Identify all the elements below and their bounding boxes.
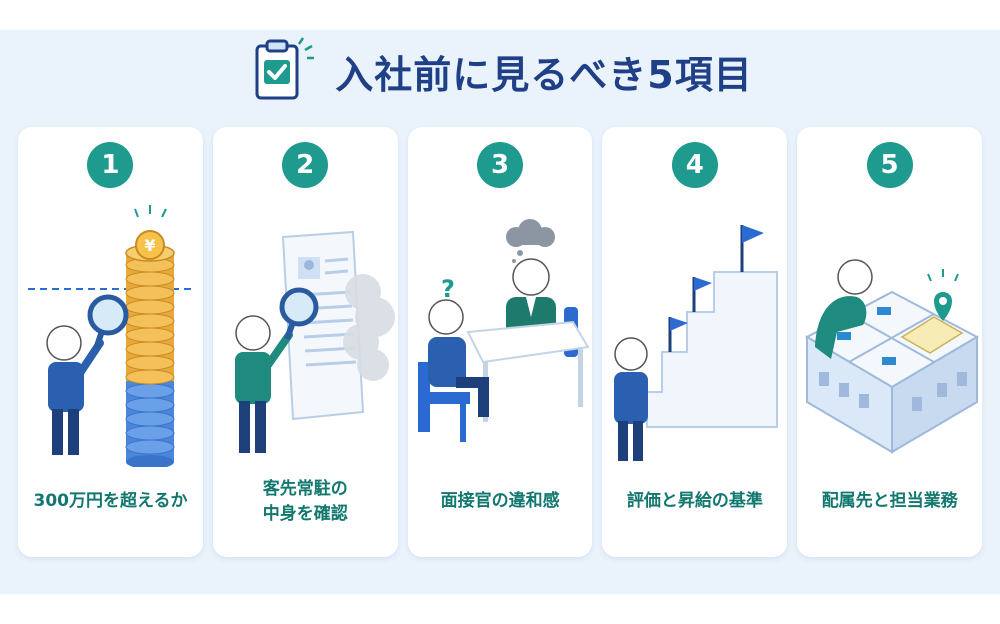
item-label: 評価と昇給の基準 (626, 491, 763, 512)
interview-illustration: ? (417, 219, 590, 442)
item-number-badge: 4 (671, 142, 718, 188)
person-with-magnifier (46, 294, 129, 455)
item-card-4: 4 評価と昇給の基準 (602, 127, 788, 557)
stair-steps-illustration (614, 225, 779, 461)
item-number-badge: 2 (282, 142, 329, 188)
person-leaning (815, 259, 873, 359)
item-label: 300万円を超えるか (33, 491, 188, 512)
cloud-icon (505, 219, 555, 247)
office-floor-illustration (805, 259, 980, 454)
item-number-badge: 1 (87, 142, 134, 188)
document-inspection-illustration (234, 230, 395, 453)
item-label: 客先常駐の 中身を確認 (262, 478, 348, 525)
person-with-magnifier (234, 287, 319, 453)
stairs (646, 271, 779, 428)
page-title: 入社前に見るべき5項目 (335, 52, 753, 97)
item-number-badge: 5 (866, 142, 913, 188)
clipboard-check-icon (255, 37, 315, 100)
yen-icon: ¥ (144, 236, 155, 255)
location-pin-icon (927, 269, 960, 321)
flag-icon (668, 225, 765, 352)
header: 入社前に見るべき5項目 (0, 36, 1000, 106)
coin-stack: ¥ (125, 205, 175, 467)
item-card-1: 1 (18, 127, 203, 557)
item-label: 面接官の違和感 (440, 491, 560, 512)
item-card-3: 3 ? (407, 127, 593, 557)
person (614, 337, 649, 461)
candidate (417, 299, 489, 442)
question-mark-icon: ? (441, 275, 455, 303)
item-cards: 1 (18, 127, 982, 557)
item-card-2: 2 (212, 127, 398, 557)
item-label: 配属先と担当業務 (821, 491, 958, 512)
item-number-badge: 3 (476, 142, 523, 188)
item-card-5: 5 (797, 127, 982, 557)
fog-cloud-icon (342, 274, 395, 381)
coin-stack-illustration: ¥ (28, 205, 193, 467)
